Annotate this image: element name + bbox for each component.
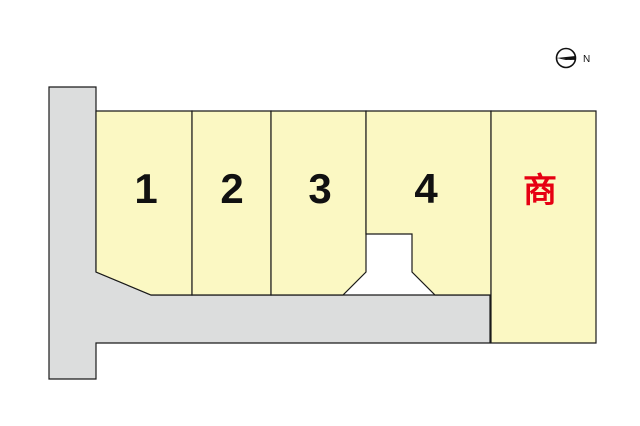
lot-1-parcel[interactable] <box>95 110 193 296</box>
lot-3-label: 3 <box>308 165 331 212</box>
lot-1-label: 1 <box>134 165 157 212</box>
commercial-lot-label: 商 <box>523 171 557 211</box>
lot-3-parcel[interactable] <box>270 110 367 296</box>
north-arrow-icon <box>555 47 577 69</box>
lot-4-label: 4 <box>414 165 438 212</box>
north-label: N <box>583 54 590 65</box>
lot-2-label: 2 <box>220 165 243 212</box>
commercial-lot-parcel[interactable] <box>490 110 597 344</box>
